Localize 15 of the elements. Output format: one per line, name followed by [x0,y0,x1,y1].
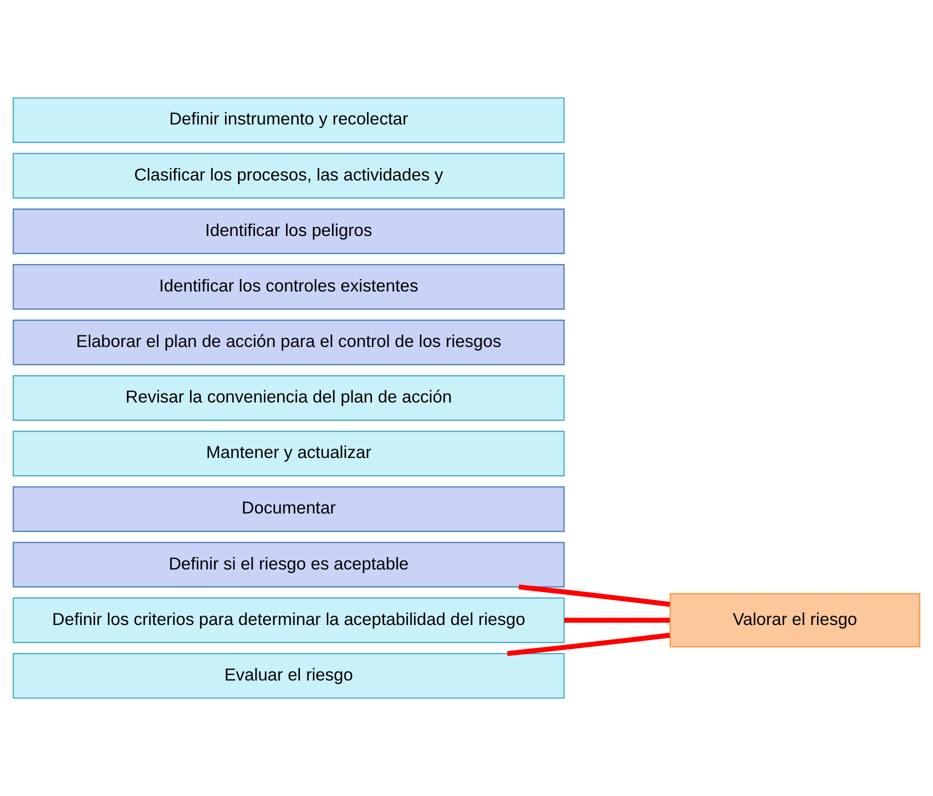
node-box: Clasificar los procesos, las actividades y [12,152,565,199]
node-box: Elaborar el plan de acción para el control de los riesgos [12,320,565,366]
node-box: Valorar el riesgo [670,593,920,648]
node-box: Identificar los controles existentes [12,264,565,310]
connector [518,584,670,607]
node-box: Definir si el riesgo es aceptable [12,542,565,588]
node-box: Mantener y actualizar [12,430,565,476]
node-box: Revisar la conveniencia del plan de acción [12,375,565,421]
node-box: Definir los criterios para determinar la aceptabilidad del riesgo [12,597,565,644]
node-box: Definir instrumento y recolectar [12,97,565,144]
node-box: Identificar los peligros [12,208,565,254]
node-box: Documentar [12,486,565,532]
node-box: Evaluar el riesgo [12,652,565,699]
connector [507,632,670,656]
connector [564,618,670,623]
